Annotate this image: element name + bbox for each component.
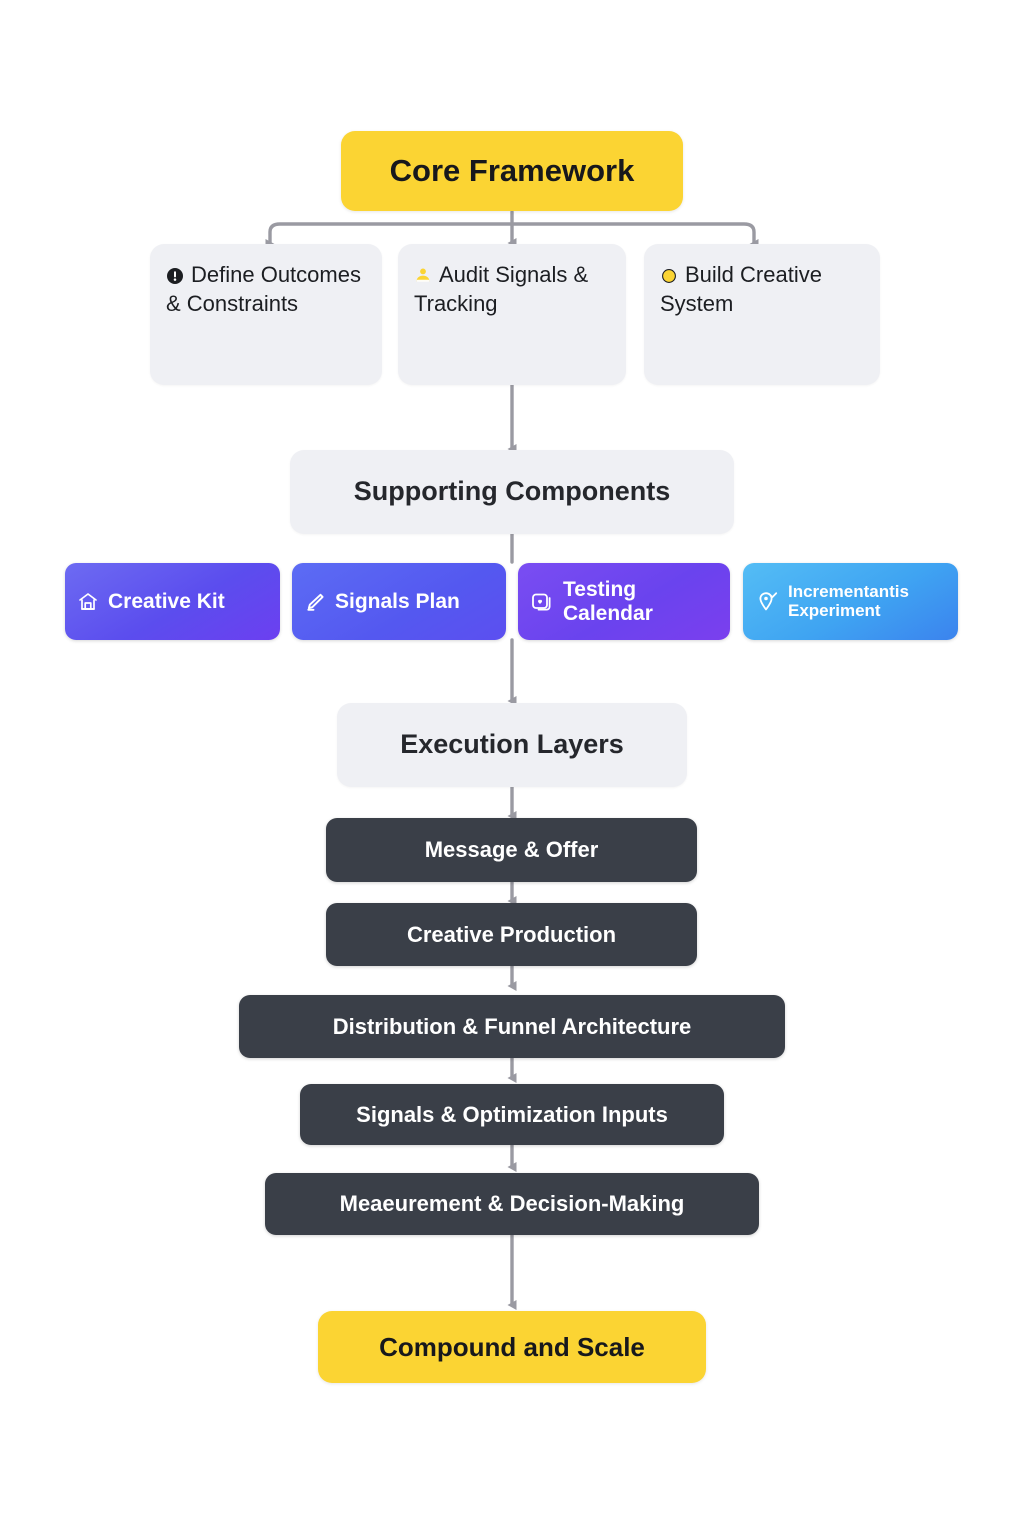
chip-signals-plan[interactable]: Signals Plan (292, 563, 506, 640)
photo-heart-icon (530, 590, 554, 614)
core-framework-label: Core Framework (389, 153, 635, 189)
chip-label-testing-calendar: Testing Calendar (563, 578, 653, 625)
layer-label-4: Signals & Optimization Inputs (356, 1101, 668, 1127)
execution-layers-label: Execution Layers (400, 729, 624, 760)
node-compound-and-scale[interactable]: Compound and Scale (318, 1311, 706, 1383)
layer-distribution-funnel[interactable]: Distribution & Funnel Architecture (239, 995, 785, 1058)
layer-measurement-decision[interactable]: Meaeurement & Decision-Making (265, 1173, 759, 1235)
layer-creative-production[interactable]: Creative Production (326, 903, 697, 966)
layer-label-2: Creative Production (406, 921, 617, 947)
card-audit-signals[interactable]: Audit Signals & Tracking (398, 244, 626, 385)
exclamation-circle-icon (166, 265, 184, 291)
section-execution-layers[interactable]: Execution Layers (337, 703, 687, 787)
card-define-outcomes[interactable]: Define Outcomes & Constraints (150, 244, 382, 385)
location-pin-check-icon (755, 590, 779, 614)
layer-label-5: Meaeurement & Decision-Making (339, 1191, 685, 1217)
card-label-build: Build Creative System (660, 262, 822, 316)
chip-label-creative-kit: Creative Kit (108, 589, 225, 613)
section-supporting-components[interactable]: Supporting Components (290, 450, 734, 534)
layer-label-1: Message & Offer (424, 837, 599, 863)
supporting-components-label: Supporting Components (353, 476, 671, 507)
layer-signals-optimization[interactable]: Signals & Optimization Inputs (300, 1084, 724, 1145)
chip-incrementality-experiment[interactable]: Incrementantis Experiment (743, 563, 958, 640)
person-bust-icon (414, 265, 432, 291)
layer-label-3: Distribution & Funnel Architecture (332, 1013, 692, 1039)
card-build-creative[interactable]: Build Creative System (644, 244, 880, 385)
node-core-framework[interactable]: Core Framework (341, 131, 683, 211)
card-label-define: Define Outcomes & Constraints (166, 262, 361, 316)
layer-message-offer[interactable]: Message & Offer (326, 818, 697, 882)
chip-creative-kit[interactable]: Creative Kit (65, 563, 280, 640)
chip-testing-calendar[interactable]: Testing Calendar (518, 563, 730, 640)
yellow-ring-icon (660, 265, 678, 291)
chip-label-incrementality: Incrementantis Experiment (788, 581, 909, 620)
compound-scale-label: Compound and Scale (379, 1331, 645, 1362)
pencil-edit-icon (304, 591, 326, 613)
card-label-audit: Audit Signals & Tracking (414, 262, 589, 316)
house-bank-icon (77, 591, 99, 613)
chip-label-signals-plan: Signals Plan (335, 589, 460, 613)
